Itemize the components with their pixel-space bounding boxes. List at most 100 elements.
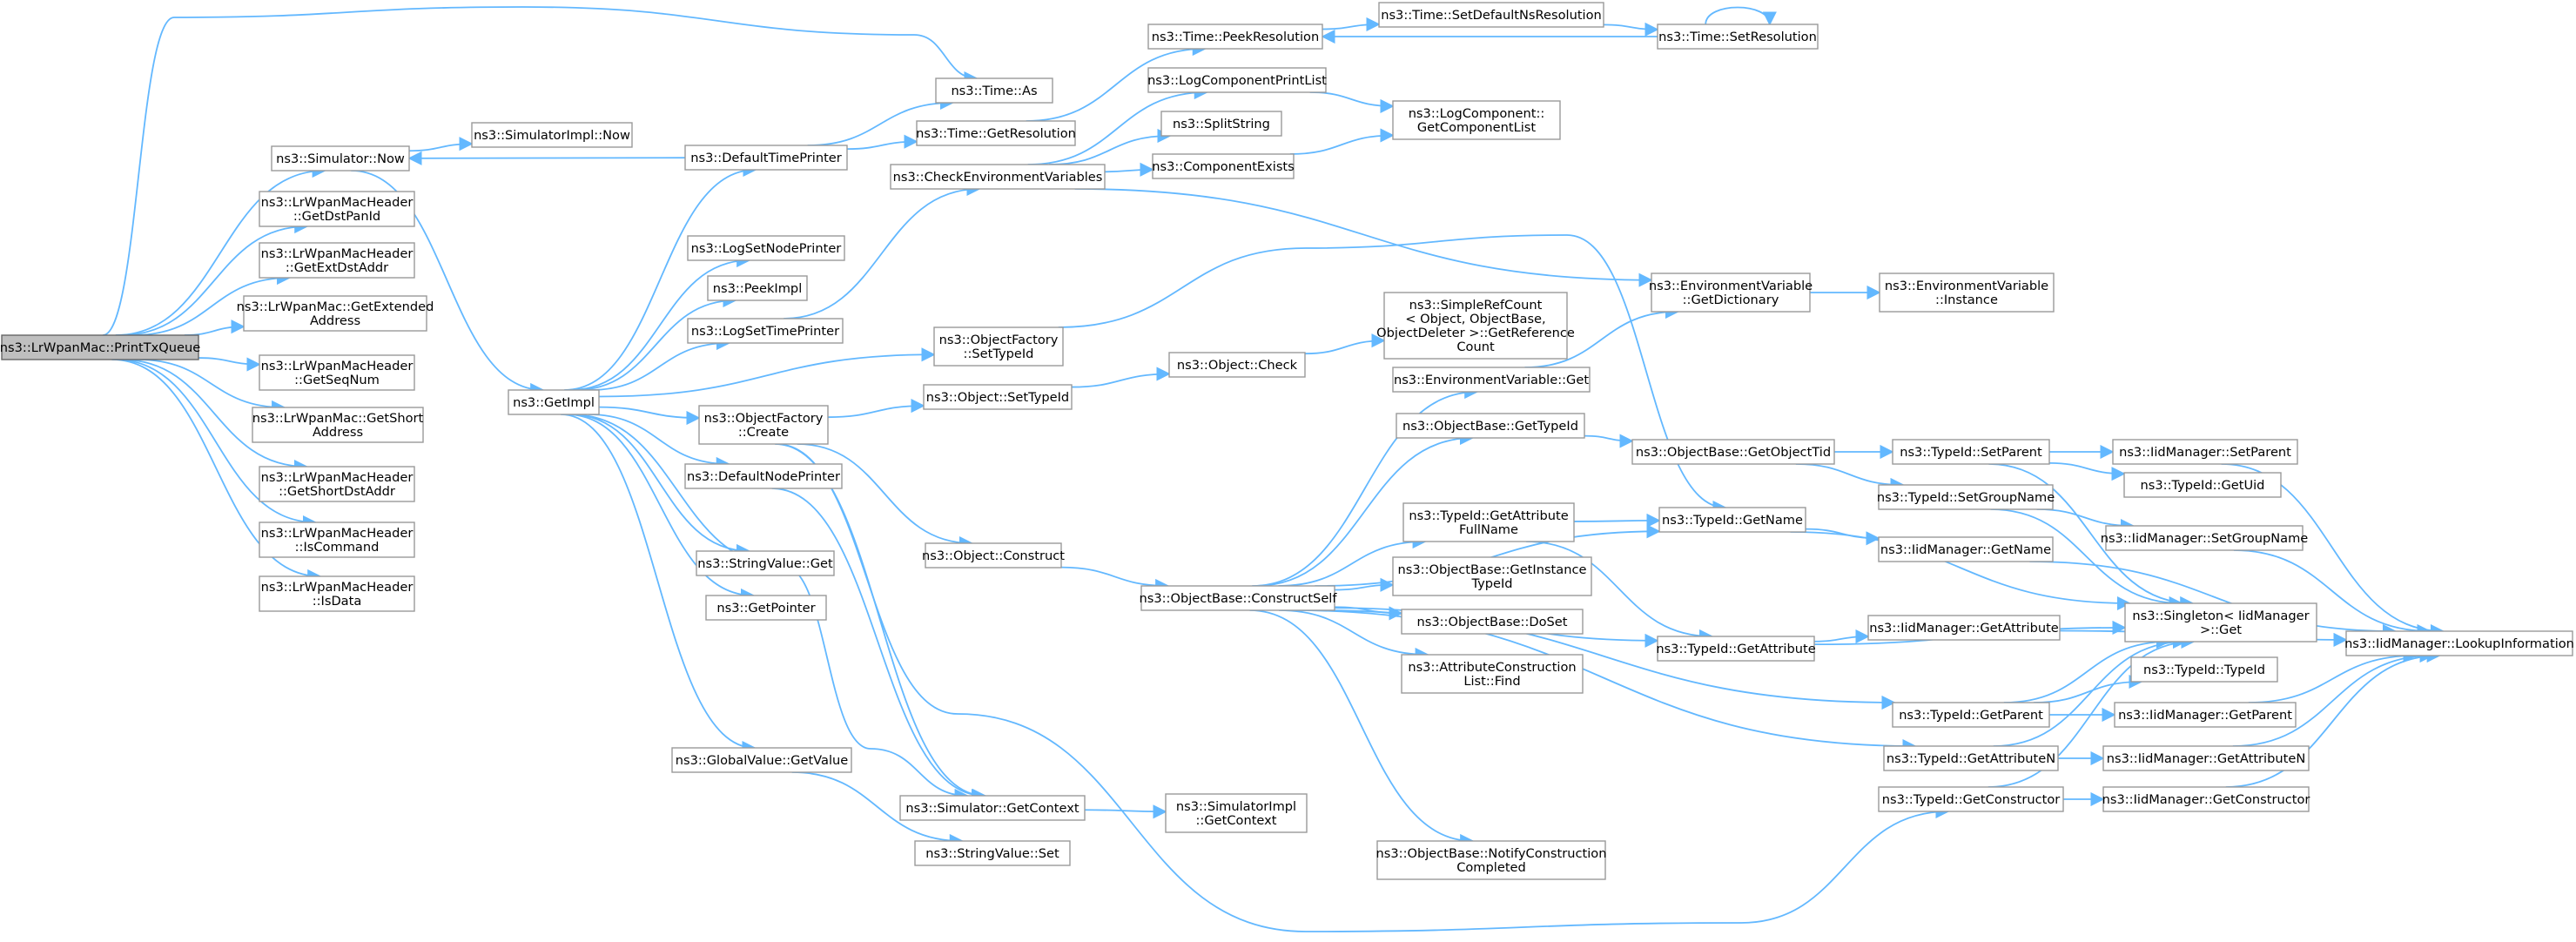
node-ofSetTypeId[interactable]: ns3::ObjectFactory::SetTypeId <box>933 326 1064 367</box>
node-iidGetAttr[interactable]: ns3::IidManager::GetAttribute <box>1867 615 2061 641</box>
node-tidTypeId[interactable]: ns3::TypeId::TypeId <box>2130 656 2278 683</box>
node-timeAs[interactable]: ns3::Time::As <box>935 77 1053 104</box>
node-strValSet[interactable]: ns3::StringValue::Set <box>914 840 1071 866</box>
node-label: ns3::ObjectBase::NotifyConstruction <box>1376 846 1607 861</box>
node-tidGetAttr[interactable]: ns3::TypeId::GetAttribute <box>1656 636 1816 662</box>
node-logSetNode[interactable]: ns3::LogSetNodePrinter <box>687 235 845 261</box>
node-tidGetConstructor[interactable]: ns3::TypeId::GetConstructor <box>1878 786 2064 812</box>
node-tidGetAttrN[interactable]: ns3::TypeId::GetAttributeN <box>1883 745 2059 771</box>
node-extDst[interactable]: ns3::LrWpanMacHeader::GetExtDstAddr <box>259 242 415 279</box>
node-iidGetParent[interactable]: ns3::IidManager::GetParent <box>2114 702 2297 728</box>
node-objCheck[interactable]: ns3::Object::Check <box>1168 352 1306 378</box>
node-envDict[interactable]: ns3::EnvironmentVariable::GetDictionary <box>1649 273 1813 313</box>
node-ofCreate[interactable]: ns3::ObjectFactory::Create <box>698 405 829 445</box>
node-iidSetParent[interactable]: ns3::IidManager::SetParent <box>2112 439 2298 465</box>
node-box <box>698 405 829 445</box>
node-tidGetName[interactable]: ns3::TypeId::GetName <box>1658 507 1806 533</box>
node-peekRes[interactable]: ns3::Time::PeekResolution <box>1147 24 1323 50</box>
edge-tidGetConstructor-to-singletonGet <box>1987 634 2196 788</box>
edge-globalGetValue-to-strValSet <box>791 771 964 849</box>
node-defNodePrinter[interactable]: ns3::DefaultNodePrinter <box>684 463 843 489</box>
node-box <box>684 463 843 489</box>
node-objSetTypeId[interactable]: ns3::Object::SetTypeId <box>923 384 1073 410</box>
node-obNotify[interactable]: ns3::ObjectBase::NotifyConstructionCompl… <box>1376 840 1607 880</box>
node-simImplGetContext[interactable]: ns3::SimulatorImpl::GetContext <box>1165 793 1308 833</box>
node-tidSetParent[interactable]: ns3::TypeId::SetParent <box>1892 439 2050 465</box>
node-iidSetGroup[interactable]: ns3::IidManager::SetGroupName <box>2101 525 2309 551</box>
node-logCompPrint[interactable]: ns3::LogComponentPrintList <box>1147 67 1327 93</box>
edge-root-to-isCmd <box>115 359 318 530</box>
node-objConstruct[interactable]: ns3::Object::Construct <box>922 542 1065 569</box>
node-dstPanId[interactable]: ns3::LrWpanMacHeader::GetDstPanId <box>259 191 415 227</box>
node-envGet[interactable]: ns3::EnvironmentVariable::Get <box>1392 367 1591 393</box>
node-box <box>1392 556 1592 596</box>
node-defTimePrinter[interactable]: ns3::DefaultTimePrinter <box>684 145 848 171</box>
node-box <box>1883 745 2059 771</box>
node-box <box>1401 654 1584 694</box>
node-simpleRef[interactable]: ns3::SimpleRefCount< Object, ObjectBase,… <box>1376 292 1575 360</box>
node-label: ::IsCommand <box>295 540 380 555</box>
node-getPointer[interactable]: ns3::GetPointer <box>705 595 827 621</box>
node-compExists[interactable]: ns3::ComponentExists <box>1152 153 1295 179</box>
node-setRes[interactable]: ns3::Time::SetResolution <box>1657 24 1819 50</box>
edge-objCheck-to-simpleRef <box>1304 333 1386 355</box>
node-iidGetName[interactable]: ns3::IidManager::GetName <box>1878 536 2054 562</box>
node-seqNum[interactable]: ns3::LrWpanMacHeader::GetSeqNum <box>259 354 415 391</box>
node-iidGetAttrN[interactable]: ns3::IidManager::GetAttributeN <box>2102 745 2310 771</box>
edge-obConstructSelf-to-tidGetAttrN <box>1294 609 1917 754</box>
node-checkEnv[interactable]: ns3::CheckEnvironmentVariables <box>890 164 1106 190</box>
edge-root-to-timeAs <box>102 6 979 336</box>
node-obGetObjTid[interactable]: ns3::ObjectBase::GetObjectTid <box>1631 439 1835 465</box>
node-envInst[interactable]: ns3::EnvironmentVariable::Instance <box>1879 273 2055 313</box>
node-shortDst[interactable]: ns3::LrWpanMacHeader::GetShortDstAddr <box>259 466 415 502</box>
node-box <box>1657 24 1819 50</box>
node-getImpl[interactable]: ns3::GetImpl <box>508 389 600 415</box>
node-singletonGet[interactable]: ns3::Singleton< IidManager>::Get <box>2124 602 2317 643</box>
node-label: ns3::TypeId::GetParent <box>1899 708 2043 723</box>
node-obConstructSelf[interactable]: ns3::ObjectBase::ConstructSelf <box>1140 585 1338 611</box>
node-label: ns3::TypeId::GetAttribute <box>1656 642 1815 656</box>
node-globalGetValue[interactable]: ns3::GlobalValue::GetValue <box>671 747 852 773</box>
node-label: ns3::LrWpanMacHeader <box>261 246 414 261</box>
node-getRes[interactable]: ns3::Time::GetResolution <box>916 120 1076 146</box>
node-isData[interactable]: ns3::LrWpanMacHeader::IsData <box>259 575 415 612</box>
node-tidGetUid[interactable]: ns3::TypeId::GetUid <box>2123 472 2282 498</box>
node-obDoSet[interactable]: ns3::ObjectBase::DoSet <box>1401 609 1584 635</box>
node-box <box>684 145 848 171</box>
edge-envGet-to-envDict <box>1524 304 1680 368</box>
node-label: ns3::Simulator::Now <box>276 151 405 166</box>
node-peekImpl[interactable]: ns3::PeekImpl <box>707 275 808 301</box>
edge-root-to-shortDst <box>121 359 308 474</box>
node-simNow[interactable]: ns3::Simulator::Now <box>271 145 410 172</box>
node-logCompGet[interactable]: ns3::LogComponent::GetComponentList <box>1392 100 1561 140</box>
node-box <box>1160 111 1282 137</box>
node-isCmd[interactable]: ns3::LrWpanMacHeader::IsCommand <box>259 521 415 558</box>
node-label: ns3::ComponentExists <box>1152 159 1295 174</box>
node-iidGetConstructor[interactable]: ns3::IidManager::GetConstructor <box>2102 786 2310 812</box>
node-splitStr[interactable]: ns3::SplitString <box>1160 111 1282 137</box>
node-label: ns3::LrWpanMacHeader <box>261 470 414 485</box>
node-label: ns3::StringValue::Get <box>697 556 833 571</box>
node-box <box>259 575 415 612</box>
node-box <box>1392 100 1561 140</box>
node-strValGet[interactable]: ns3::StringValue::Get <box>696 550 835 576</box>
node-simImplNow[interactable]: ns3::SimulatorImpl::Now <box>471 122 633 148</box>
node-iidLookup[interactable]: ns3::IidManager::LookupInformation <box>2344 630 2574 656</box>
edge-ofCreate-to-objSetTypeId <box>827 399 925 419</box>
node-root[interactable]: ns3::LrWpanMac::PrintTxQueue <box>0 334 200 360</box>
node-logSetTime[interactable]: ns3::LogSetTimePrinter <box>687 318 844 344</box>
node-box <box>1658 507 1806 533</box>
node-tidGetParent[interactable]: ns3::TypeId::GetParent <box>1892 702 2050 728</box>
node-simGetContext[interactable]: ns3::Simulator::GetContext <box>899 795 1086 821</box>
node-tidSetGroup[interactable]: ns3::TypeId::SetGroupName <box>1877 484 2055 510</box>
edge-tidSetParent-to-singletonGet <box>1988 463 2195 611</box>
node-box <box>1140 585 1335 611</box>
node-setDefNs[interactable]: ns3::Time::SetDefaultNsResolution <box>1378 2 1604 28</box>
node-obGetTypeId[interactable]: ns3::ObjectBase::GetTypeId <box>1396 413 1585 439</box>
edge-defTimePrinter-to-timeAs <box>807 95 954 146</box>
